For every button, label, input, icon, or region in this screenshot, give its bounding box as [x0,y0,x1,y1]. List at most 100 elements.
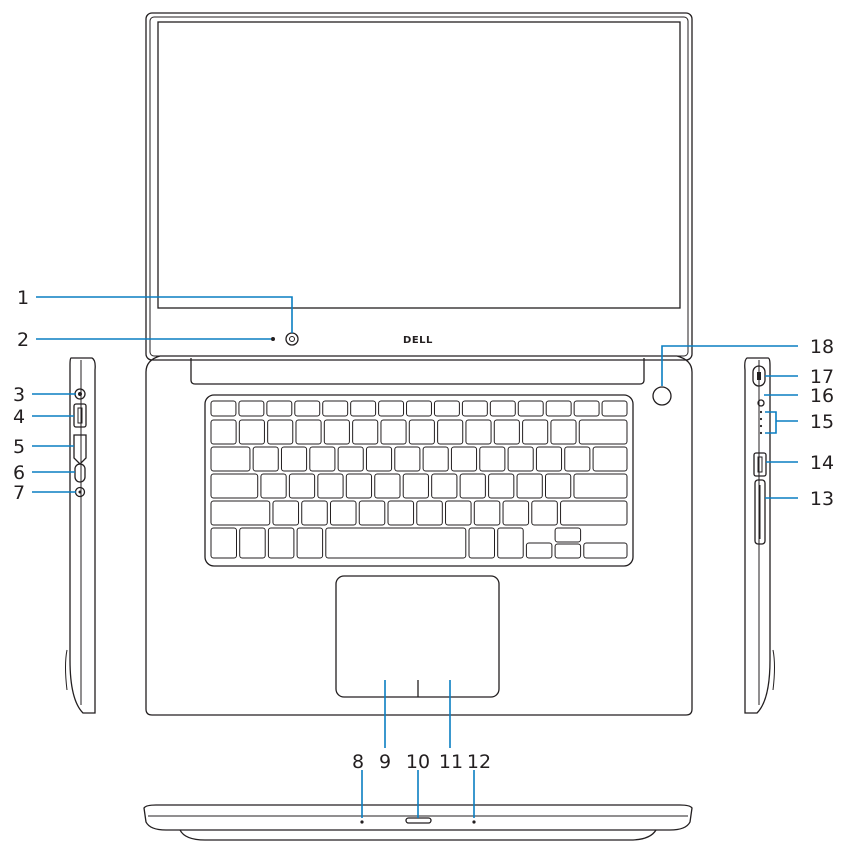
keyboard-key [358,500,386,526]
keyboard-key [337,446,364,472]
keyboard-key [459,473,486,499]
keyboard-key [550,419,577,445]
callout-17: 17 [810,366,834,388]
keyboard-key [345,473,373,499]
callout-18: 18 [810,336,834,358]
keyboard-key [489,400,516,417]
keyboard-key [461,400,488,417]
keyboard-key [554,527,582,543]
keyboard-key [267,527,295,559]
keyboard-key [210,527,237,559]
keyboard-key [488,473,515,499]
keyboard-key [416,500,443,526]
keyboard-key [525,542,553,559]
keyboard-key [210,400,237,417]
keyboard-key [267,419,294,445]
callout-11: 11 [439,751,463,773]
keyboard-key [266,400,293,417]
keyboard-key [468,527,495,559]
keyboard-key [309,446,336,472]
power-button [652,386,672,406]
callout-1: 1 [17,287,29,309]
callout-12: 12 [467,751,491,773]
touchpad [335,575,500,698]
keyboard-key [406,400,432,417]
callout-7: 7 [13,482,25,504]
keyboard-key [296,527,324,559]
keyboard-key [479,446,506,472]
keyboard-key [516,473,543,499]
callout-16: 16 [810,385,834,407]
keyboard-key [288,473,316,499]
microphone-icon [271,337,275,341]
keyboard-key [352,419,379,445]
keyboard-key [210,419,237,445]
keyboard-key [592,446,628,472]
right-side-view [744,357,775,714]
keyboard-key [350,400,377,417]
callout-15: 15 [810,411,834,433]
keyboard-key [239,527,266,559]
keyboard-key [502,500,530,526]
keyboard-key [554,543,582,559]
keyboard-key [517,400,544,417]
callout-8: 8 [352,751,364,773]
keyboard-key [465,419,492,445]
keyboard-key [325,527,467,559]
keyboard-key [573,473,628,499]
keyboard-key [573,400,600,417]
keyboard-key [402,473,429,499]
keyboard-key [380,419,407,445]
keyboard-key [560,500,628,526]
keyboard-key [578,419,628,445]
keyboard-keys [210,400,628,559]
keyboard-key [394,446,421,472]
keyboard-key [260,473,287,499]
keyboard-key [564,446,591,472]
keyboard-key [329,500,357,526]
callout-leaders [32,296,798,818]
keyboard-key [437,419,464,445]
keyboard-key [238,400,265,417]
keyboard-key [522,419,549,445]
keyboard-key [493,419,520,445]
keyboard-key [545,400,572,417]
keyboard-key [601,400,628,417]
keyboard-key [431,473,458,499]
keyboard-key [408,419,435,445]
keyboard-key [295,419,322,445]
keyboard-key [422,446,449,472]
callout-14: 14 [810,452,834,474]
keyboard-key [210,446,251,472]
keyboard-key [497,527,524,559]
keyboard-key [507,446,534,472]
keyboard-key [433,400,460,417]
callout-9: 9 [379,751,391,773]
callout-4: 4 [13,406,25,428]
keyboard-key [583,542,628,559]
keyboard-key [374,473,401,499]
keyboard-key [301,500,328,526]
keyboard-key [473,500,501,526]
brand-logo: DELL [403,335,433,346]
callout-labels: 1 2 3 4 5 6 7 8 9 10 11 12 13 14 15 16 1… [13,287,834,773]
keyboard-key [238,419,265,445]
display: DELL [145,12,693,361]
keyboard-key [294,400,321,417]
keyboard-key [365,446,393,472]
keyboard-key [252,446,279,472]
callout-10: 10 [406,751,430,773]
callout-3: 3 [13,384,25,406]
keyboard-key [280,446,308,472]
left-side-view [65,357,96,714]
keyboard-key [272,500,300,526]
keyboard-key [322,400,349,417]
keyboard-key [323,419,350,445]
keyboard-deck [145,355,693,716]
keyboard-key [450,446,478,472]
keyboard-key [545,473,572,499]
keyboard-key [535,446,563,472]
keyboard-key [445,500,472,526]
keyboard-key [378,400,405,417]
